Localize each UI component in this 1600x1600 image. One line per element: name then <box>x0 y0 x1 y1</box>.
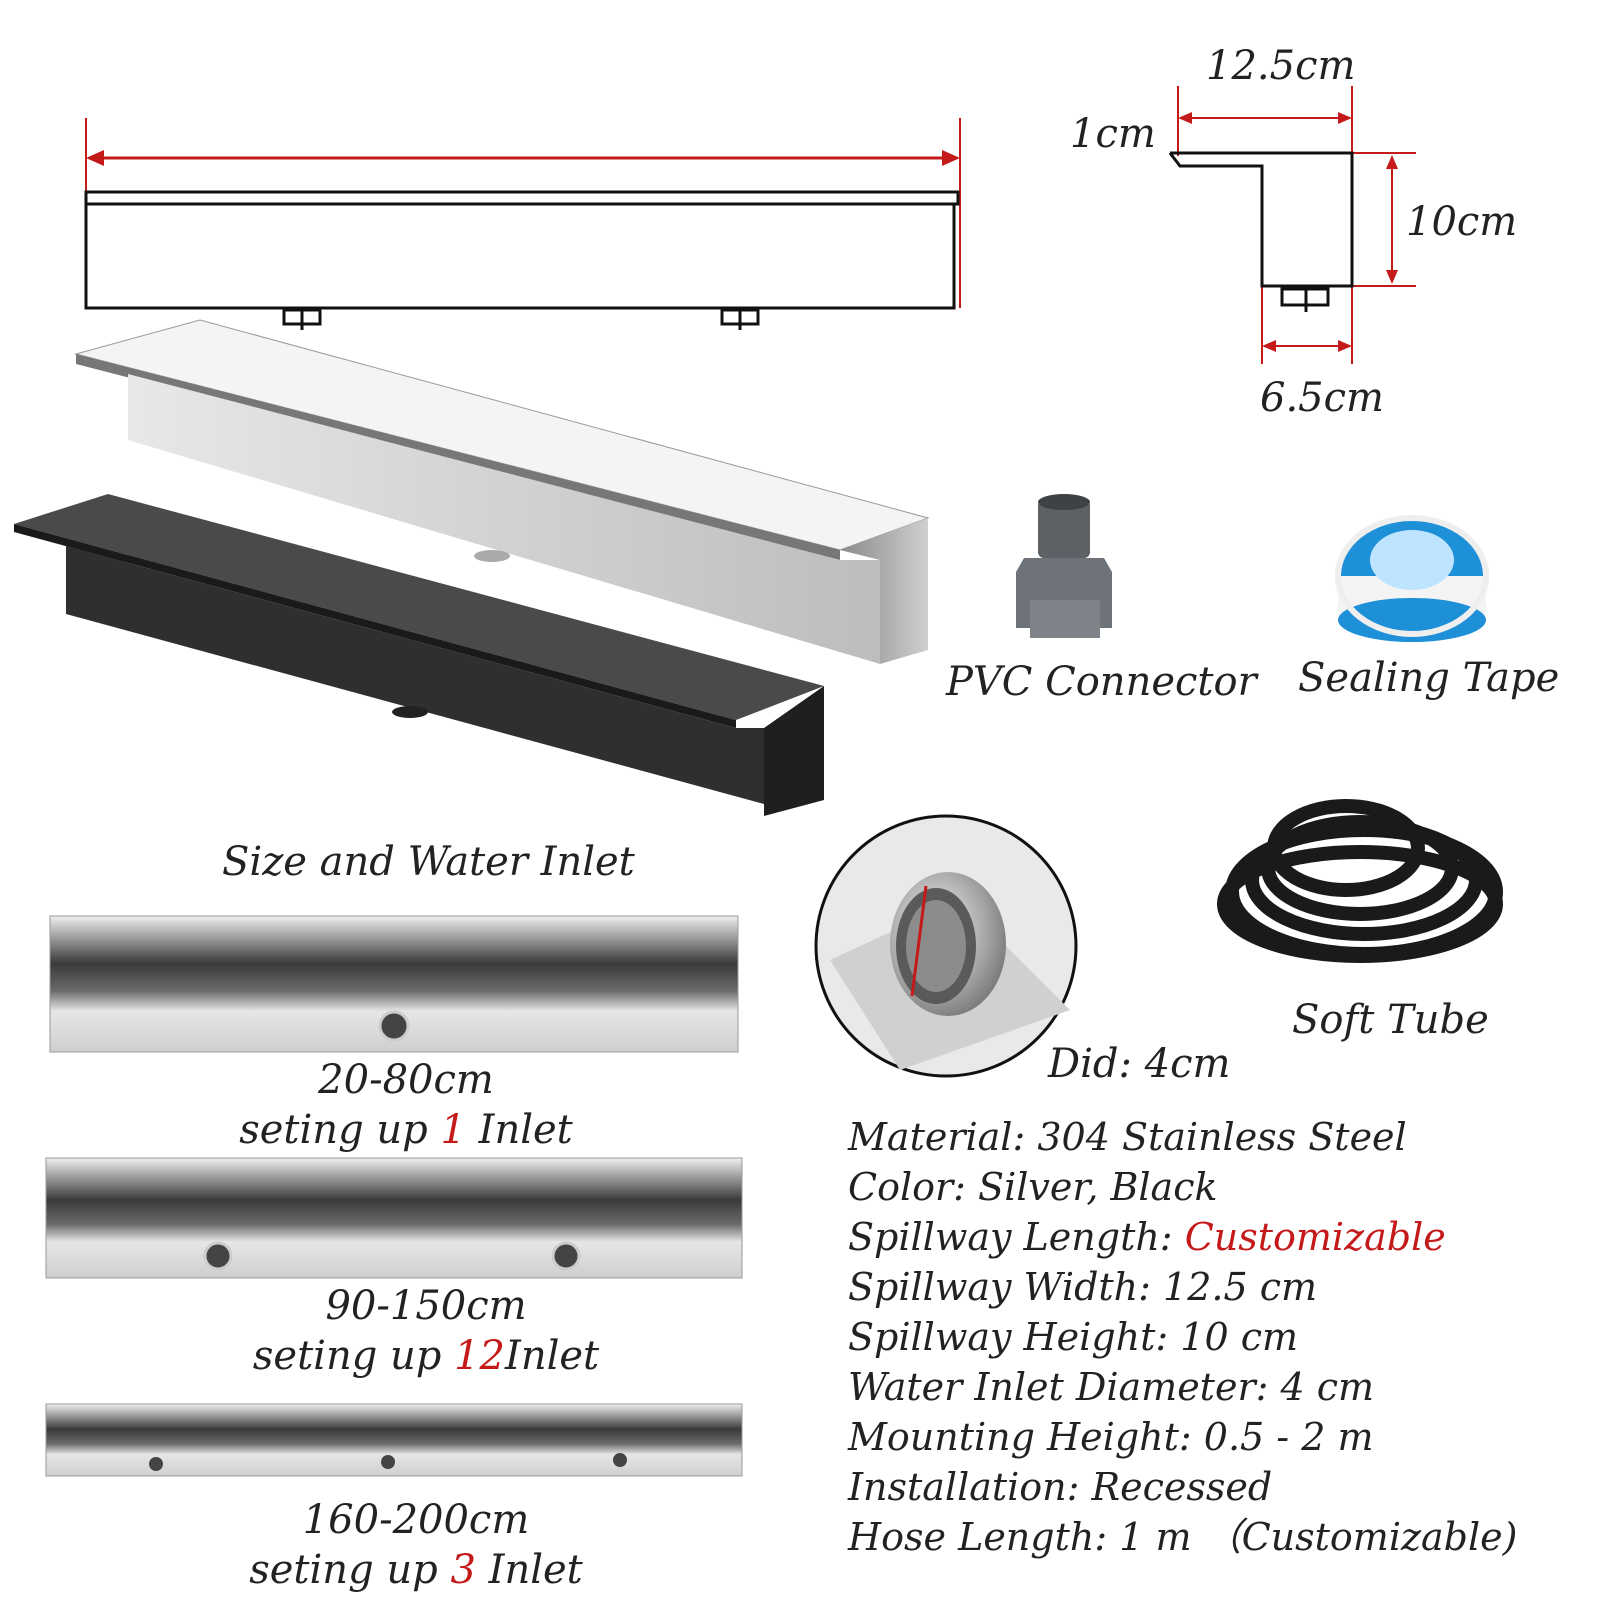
black-spillway-image <box>14 494 824 816</box>
lip-dimension-label: 1cm <box>1070 111 1156 157</box>
spec-hose-length: Hose Length: 1 m （Customizable) <box>848 1515 1518 1559</box>
inlet-option-1-label: seting up 1 Inlet <box>239 1107 573 1153</box>
base-dimension-label: 6.5cm <box>1260 375 1384 421</box>
sealing-tape-image <box>1335 515 1489 642</box>
soft-tube-caption: Soft Tube <box>1292 997 1489 1043</box>
inlet-option-2-label: seting up 12Inlet <box>252 1333 600 1379</box>
pvc-connector-caption: PVC Connector <box>946 659 1257 705</box>
cross-section-drawing <box>1168 86 1416 364</box>
inlet-option-2-count: 12 <box>454 1333 506 1379</box>
soft-tube-image <box>1217 799 1503 963</box>
width-dimension-label: 12.5cm <box>1206 43 1356 89</box>
inlet-option-3-count: 3 <box>450 1547 476 1593</box>
inlet-option-3-image <box>45 1403 743 1477</box>
spec-width: Spillway Width: 12.5 cm <box>848 1265 1318 1309</box>
sealing-tape-caption: Sealing Tape <box>1298 655 1560 701</box>
pvc-connector-image <box>1016 494 1112 638</box>
spec-height: Spillway Height: 10 cm <box>848 1315 1299 1359</box>
spec-color: Color: Silver, Black <box>848 1165 1218 1209</box>
inlet-option-1-range: 20-80cm <box>318 1057 494 1103</box>
inlet-detail-image <box>814 814 1078 1078</box>
spec-installation: Installation: Recessed <box>848 1465 1273 1509</box>
spec-list: Material: 304 Stainless Steel Color: Sil… <box>848 1112 1517 1562</box>
spec-inlet-diameter: Water Inlet Diameter: 4 cm <box>848 1365 1375 1409</box>
spec-mounting-height: Mounting Height: 0.5 - 2 m <box>848 1415 1374 1459</box>
inlet-option-2-range: 90-150cm <box>325 1283 527 1329</box>
spec-material: Material: 304 Stainless Steel <box>848 1115 1407 1159</box>
inlet-diameter-label: Did: 4cm <box>1048 1041 1231 1087</box>
inlet-option-1-count: 1 <box>440 1107 466 1153</box>
main-caption: Size and Water Inlet <box>222 839 635 885</box>
height-dimension-label: 10cm <box>1406 199 1518 245</box>
spec-length: Spillway Length: Customizable <box>848 1215 1446 1259</box>
inlet-option-3-label: seting up 3 Inlet <box>249 1547 583 1593</box>
inlet-option-2-image <box>45 1157 743 1279</box>
silver-spillway-image <box>74 319 930 664</box>
inlet-option-1-image <box>49 915 739 1053</box>
front-line-drawing <box>84 118 961 330</box>
inlet-option-3-range: 160-200cm <box>302 1497 530 1543</box>
